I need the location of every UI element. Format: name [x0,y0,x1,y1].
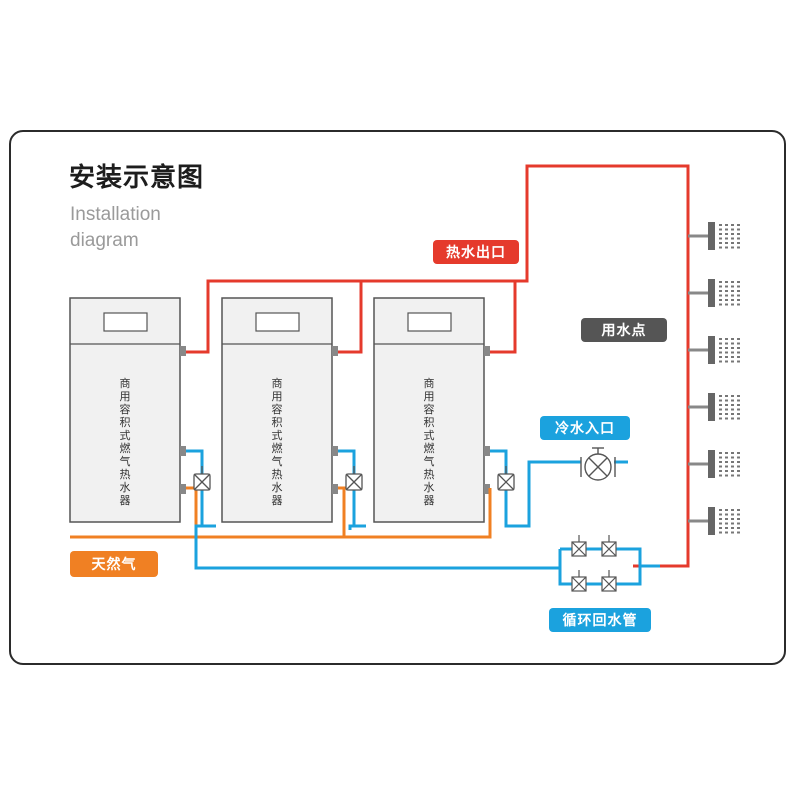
return-valve-4 [601,570,617,592]
water-use-point-label: 用水点 [581,318,667,342]
heater-unit-3 [373,297,490,523]
water-use-point-3 [688,336,740,364]
heater-valves [193,466,515,491]
valve-3 [497,466,515,491]
heater-port-top-3 [484,346,490,356]
return-pipe-label: 循环回水管 [549,608,651,632]
heater-display-1 [103,312,148,332]
heater-port-mid-3 [484,446,490,456]
heater-port-low-3 [484,484,490,494]
return-valve-2 [601,535,617,557]
water-use-point-4 [688,393,740,421]
title-en: Installation diagram [70,204,161,251]
heater-unit-1 [69,297,186,523]
heater-unit-2 [221,297,338,523]
return-valves [571,535,617,592]
hot-water-outlet-label: 热水出口 [433,240,519,264]
natural-gas-label: 天然气 [70,551,158,577]
heater-port-top-2 [332,346,338,356]
return-valve-3 [571,570,587,592]
water-use-point-1 [688,222,740,250]
water-use-point-2 [688,279,740,307]
heater-display-2 [255,312,300,332]
heater-label-3: 商用容积式燃气热水器 [423,377,435,507]
heater-port-low-1 [180,484,186,494]
heater-port-mid-1 [180,446,186,456]
heater-port-mid-2 [332,446,338,456]
valve-1 [193,466,211,491]
cold-water-inlet-label: 冷水入口 [540,416,630,440]
water-use-point-5 [688,450,740,478]
cold-inlet-valve [580,447,616,481]
heater-label-2: 商用容积式燃气热水器 [271,377,283,507]
heater-label-1: 商用容积式燃气热水器 [119,377,131,507]
title-cn: 安装示意图 [69,163,205,193]
water-use-point-6 [688,507,740,535]
heater-display-3 [407,312,452,332]
return-valve-1 [571,535,587,557]
heater-port-low-2 [332,484,338,494]
valve-2 [345,466,363,491]
heater-port-top-1 [180,346,186,356]
hot-water-pipe [186,164,690,568]
water-use-points [688,222,740,535]
